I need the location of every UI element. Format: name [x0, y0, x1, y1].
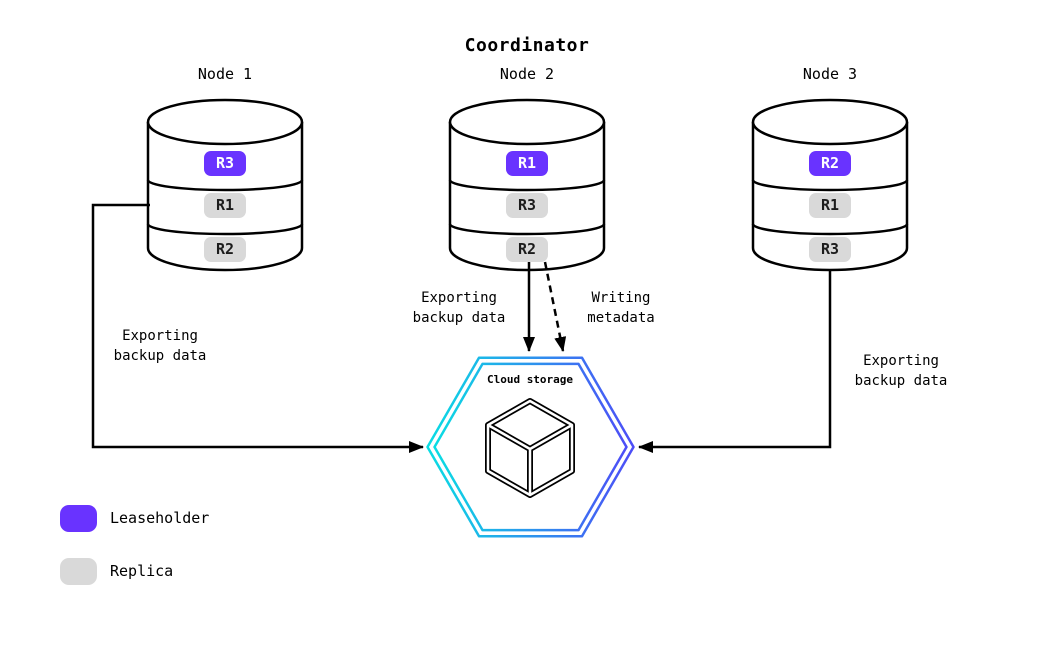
- badge-node3-r1: R1: [809, 193, 851, 218]
- node-3-label: Node 3: [802, 65, 858, 83]
- arrow-node3-to-cloud: [638, 270, 832, 453]
- badge-node1-r1: R1: [204, 193, 246, 218]
- node-1-label: Node 1: [197, 65, 253, 83]
- edge-label-node1-export: Exporting backup data: [113, 328, 207, 364]
- cloud-storage-label: Cloud storage: [486, 373, 574, 386]
- badge-node1-r3: R3: [204, 151, 246, 176]
- edge-label-node3-export: Exporting backup data: [854, 353, 948, 389]
- badge-node1-r2: R2: [204, 237, 246, 262]
- arrow-node2-metadata-dashed: [543, 261, 567, 352]
- badge-node2-r3: R3: [506, 193, 548, 218]
- legend-swatch-leaseholder: [60, 505, 97, 532]
- badge-node2-r1: R1: [506, 151, 548, 176]
- arrow-node1-to-cloud: [91, 203, 424, 453]
- legend-label-leaseholder: Leaseholder: [110, 509, 210, 527]
- legend-swatch-replica: [60, 558, 97, 585]
- edge-label-writing-metadata: Writing metadata: [587, 290, 655, 326]
- cube-icon: [485, 398, 575, 498]
- badge-node3-r2: R2: [809, 151, 851, 176]
- badge-node3-r3: R3: [809, 237, 851, 262]
- node-2-label: Node 2: [499, 65, 555, 83]
- badge-node2-r2: R2: [506, 237, 548, 262]
- edge-label-node2-export: Exporting backup data: [412, 290, 506, 326]
- diagram-title: Coordinator: [464, 35, 590, 56]
- legend-label-replica: Replica: [110, 562, 174, 580]
